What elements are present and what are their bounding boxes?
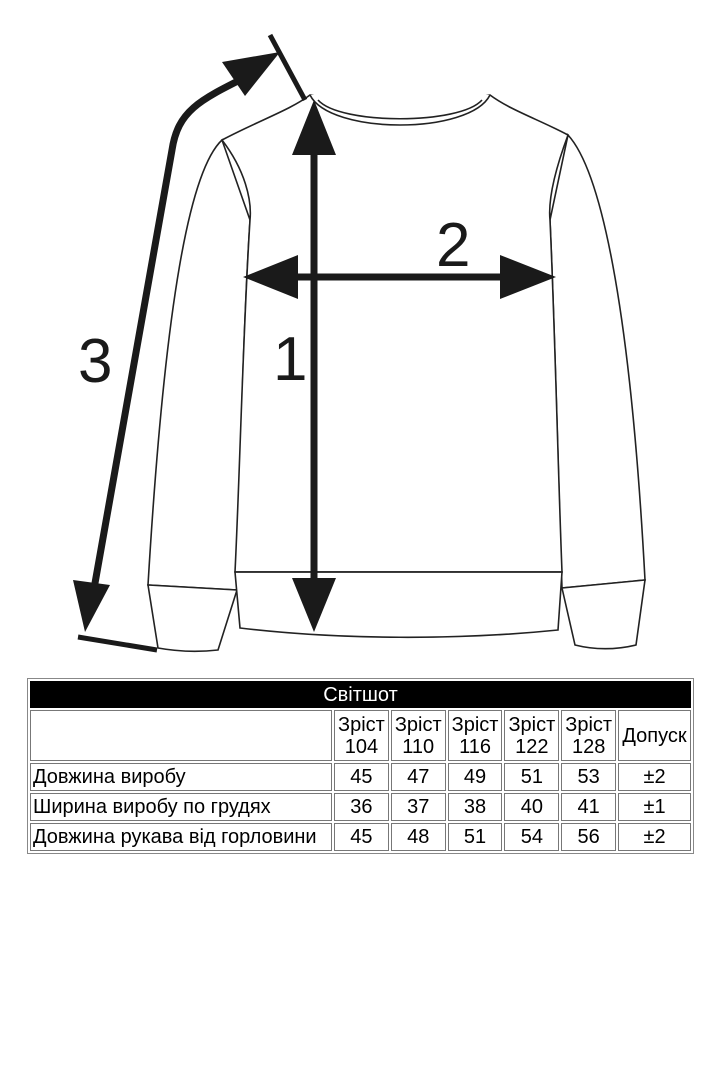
cell: 45	[334, 763, 389, 791]
table-row: Довжина виробу 45 47 49 51 53 ±2	[30, 763, 691, 791]
cell: 48	[390, 823, 446, 851]
tolerance-cell: ±2	[618, 823, 691, 851]
cell: 47	[390, 763, 446, 791]
label-length: 1	[273, 325, 307, 394]
label-chest: 2	[436, 211, 470, 280]
cell: 36	[334, 793, 389, 821]
row-label: Довжина виробу	[30, 763, 332, 791]
table-row: Ширина виробу по грудях 36 37 38 40 41 ±…	[30, 793, 691, 821]
row-label: Довжина рукава від горловини	[30, 823, 332, 851]
cell: 49	[447, 763, 503, 791]
table-row: Довжина рукава від горловини 45 48 51 54…	[30, 823, 691, 851]
table-title: Світшот	[30, 681, 691, 708]
cell: 53	[561, 763, 617, 791]
header-tolerance: Допуск	[618, 710, 691, 761]
cell: 51	[447, 823, 503, 851]
cell: 45	[334, 823, 389, 851]
cell: 37	[390, 793, 446, 821]
row-label: Ширина виробу по грудях	[30, 793, 332, 821]
sweatshirt-outline	[147, 94, 646, 653]
tolerance-cell: ±1	[618, 793, 691, 821]
tolerance-cell: ±2	[618, 763, 691, 791]
cell: 56	[561, 823, 617, 851]
measurement-arrows	[73, 33, 556, 653]
cell: 41	[561, 793, 617, 821]
cell: 38	[447, 793, 503, 821]
label-sleeve: 3	[78, 327, 112, 396]
cell: 40	[504, 793, 560, 821]
cell: 54	[504, 823, 560, 851]
sweatshirt-measurement-diagram: 1 2 3	[73, 33, 646, 653]
header-empty	[30, 710, 332, 761]
cell: 51	[504, 763, 560, 791]
